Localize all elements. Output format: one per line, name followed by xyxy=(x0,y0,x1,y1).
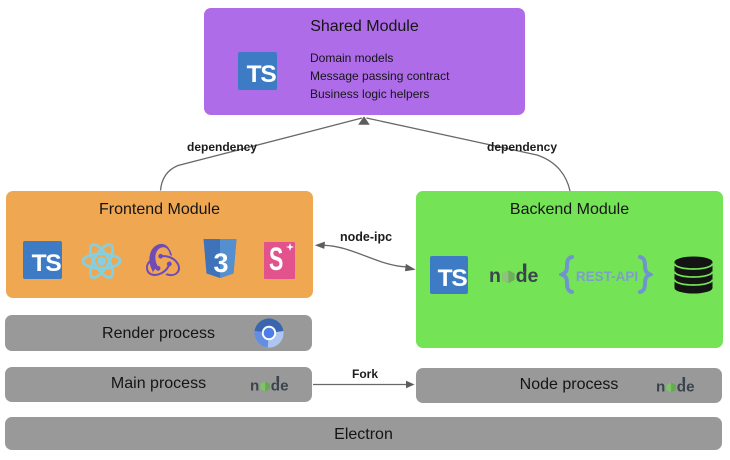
svg-text:n: n xyxy=(489,265,501,284)
svg-text:3: 3 xyxy=(213,248,228,278)
svg-text:REST-API: REST-API xyxy=(576,269,638,284)
svg-text:de: de xyxy=(516,265,539,284)
svg-text:n: n xyxy=(656,379,665,393)
svg-text:de: de xyxy=(271,378,289,392)
svg-text:n: n xyxy=(250,378,259,392)
svg-text:de: de xyxy=(677,379,695,393)
